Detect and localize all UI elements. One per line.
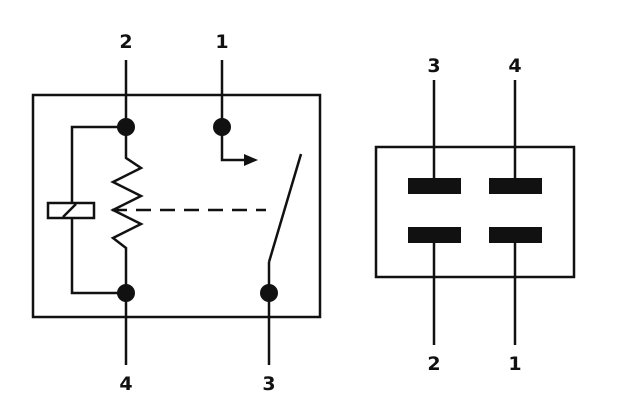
contact-arrow-head <box>244 154 258 166</box>
schematic-pin-label-bottom-left: 4 <box>119 373 132 395</box>
footprint-pin-label-bottom-left: 2 <box>427 353 440 375</box>
relay-schematic <box>31 60 322 365</box>
footprint-pin-label-bottom-right: 1 <box>508 353 521 375</box>
schematic-housing <box>31 93 322 319</box>
node-pin-3 <box>260 284 278 302</box>
footprint-pad-top-left <box>408 178 461 194</box>
node-pin-4 <box>117 284 135 302</box>
footprint-pin-label-top-right: 4 <box>508 55 521 77</box>
schematic-pin-label-top-right: 1 <box>215 31 228 53</box>
node-pin-1 <box>213 118 231 136</box>
footprint-pad-bottom-right <box>489 227 542 243</box>
coil-resistor <box>110 127 144 293</box>
switch-blade <box>267 153 303 263</box>
contact-arrow-wire <box>220 127 248 162</box>
footprint-pin-label-top-left: 3 <box>427 55 440 77</box>
schematic-pin-label-bottom-right: 3 <box>262 373 275 395</box>
footprint-housing <box>374 145 576 279</box>
relay-footprint <box>374 80 576 345</box>
coil-wire-top <box>70 125 126 202</box>
coil-symbol-slash <box>62 203 77 218</box>
coil-wire-bottom <box>70 218 126 295</box>
footprint-pad-bottom-left <box>408 227 461 243</box>
schematic-pin-label-top-left: 2 <box>119 31 132 53</box>
footprint-pad-top-right <box>489 178 542 194</box>
node-pin-2 <box>117 118 135 136</box>
